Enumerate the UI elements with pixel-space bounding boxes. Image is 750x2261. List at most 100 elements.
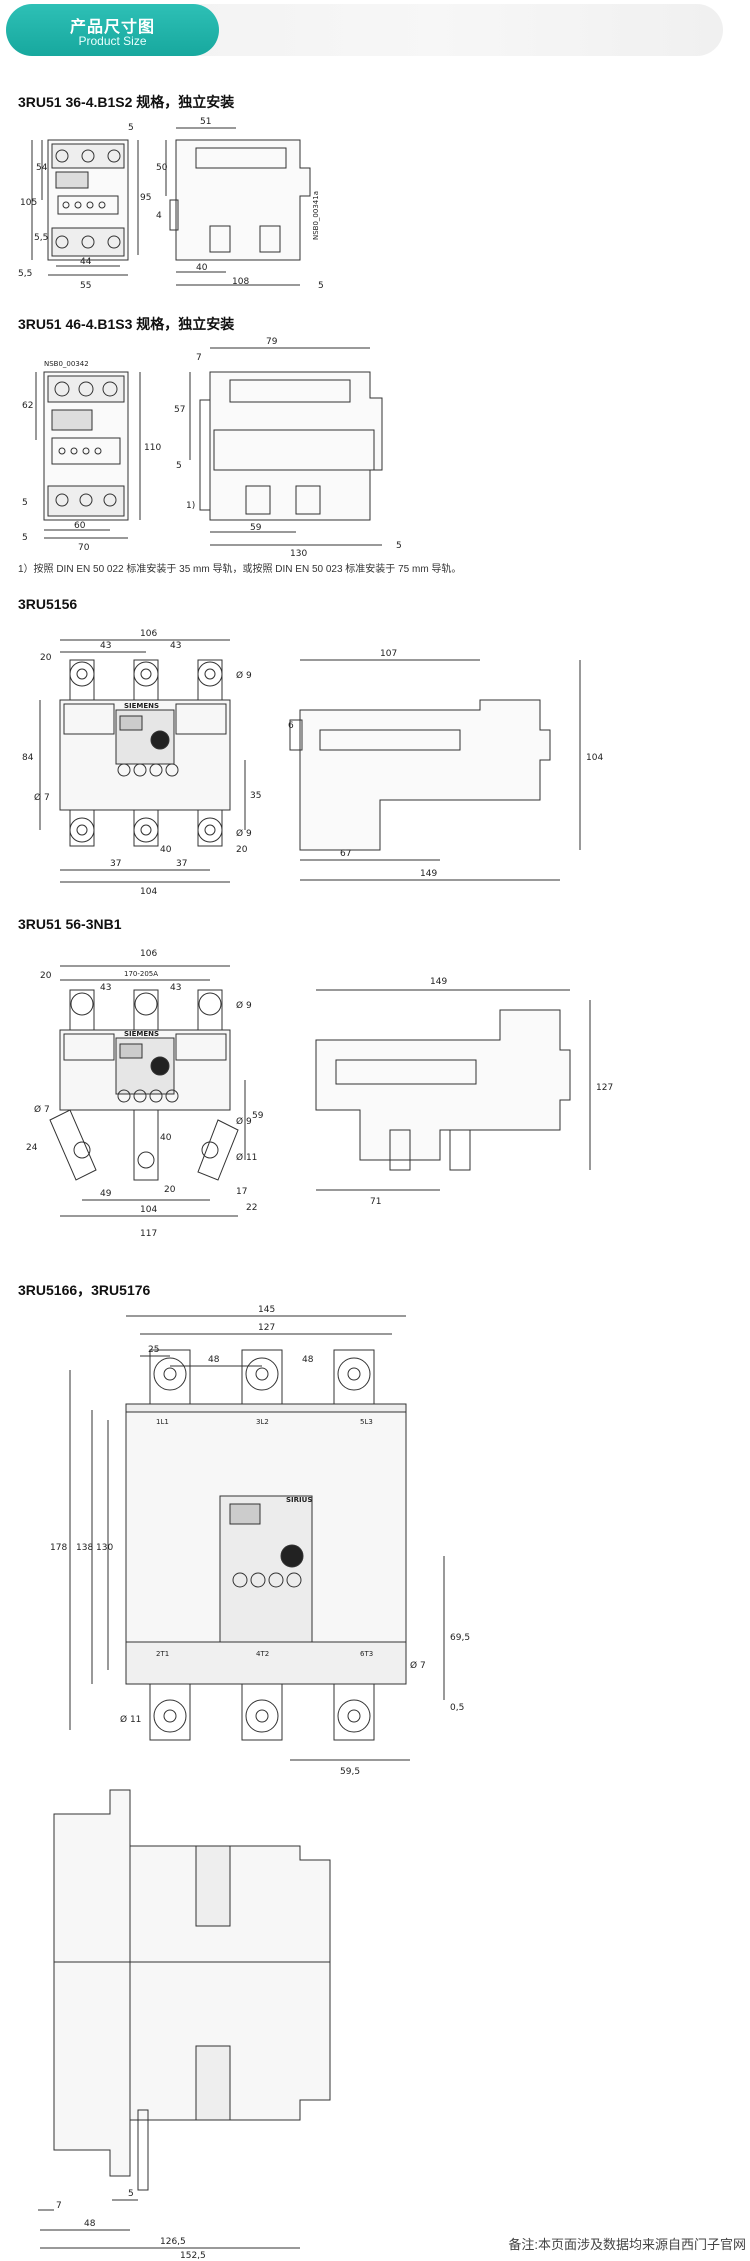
d2-dim-6: 5 (22, 498, 28, 508)
d1-dim-8: 5,5 (18, 269, 32, 279)
d6-dim-4: 152,5 (180, 2251, 206, 2261)
footnote: 1）按照 DIN EN 50 022 标准安装于 35 mm 导轨，或按照 DI… (18, 564, 462, 575)
d4-dim-8: 59 (252, 1111, 264, 1121)
footer-note: 备注:本页面涉及数据均来源自西门子官网 (508, 2237, 746, 2252)
d4-dim-16: 22 (246, 1203, 257, 1213)
drawing-2 (35, 347, 383, 546)
d4-dim-4: 20 (40, 971, 52, 981)
d3-dim-11: 37 (110, 859, 121, 869)
drawing-1 (31, 127, 311, 286)
d2-dim-7: 5 (22, 533, 28, 543)
d1-dim-10: 55 (80, 281, 91, 291)
d6-dim-0: 7 (56, 2201, 62, 2211)
section-title-1: 3RU51 36-4.B1S2 规格，独立安装 (18, 94, 235, 110)
d2-dim-9: 70 (78, 543, 90, 553)
d5-terminal-6T3: 6T3 (360, 1650, 373, 1658)
d2-dim-10: 59 (250, 523, 262, 533)
d4-dim-1: 170-205A (124, 970, 158, 978)
d1-dim-5: 50 (156, 163, 168, 173)
d4-dim-7: Ø 9 (236, 1116, 252, 1127)
header-tab: 产品尺寸图 Product Size (6, 4, 219, 56)
d3-dim-7: 35 (250, 791, 261, 801)
d5-dim-1: 127 (258, 1323, 275, 1333)
d2-dim-0: 7 (196, 353, 202, 363)
d3-dim-18: 149 (420, 869, 437, 879)
d4-dim-5: Ø 9 (236, 1000, 252, 1011)
d1-dim-1: 51 (200, 117, 211, 127)
drawing-4 (49, 965, 591, 1217)
d4-dim-17: 117 (140, 1229, 157, 1239)
d4-dim-20: 71 (370, 1197, 381, 1207)
section-title-4: 3RU51 56-3NB1 (18, 916, 122, 932)
section-title-5: 3RU5166，3RU5176 (18, 1282, 151, 1298)
d2-dim-4: 110 (144, 443, 161, 453)
d2-dim-3: 57 (174, 405, 185, 415)
d6-dim-3: 126,5 (160, 2237, 186, 2247)
d1-dim-9: 44 (80, 257, 92, 267)
d2-footnote-mark: 1) (186, 501, 195, 511)
d1-dim-0: 5 (128, 123, 134, 133)
d1-dim-11: 40 (196, 263, 208, 273)
d1-dim-3: 105 (20, 198, 37, 208)
d5-dim-11: 0,5 (450, 1703, 464, 1713)
d3-dim-14: 107 (380, 649, 397, 659)
d3-dim-17: 67 (340, 849, 351, 859)
d5-terminal-2T1: 2T1 (156, 1650, 169, 1658)
d5-dim-8: 69,5 (450, 1633, 470, 1643)
d4-dim-18: 149 (430, 977, 447, 987)
d3-dim-0: 106 (140, 629, 157, 639)
d3-brand: SIEMENS (124, 702, 159, 710)
d2-dim-2: 62 (22, 401, 33, 411)
d3-dim-5: 84 (22, 753, 34, 763)
d5-dim-7: 130 (96, 1543, 113, 1553)
d5-dim-4: 48 (302, 1355, 314, 1365)
d4-dim-2: 43 (100, 983, 111, 993)
d1-code: NSB0_00341a (312, 191, 320, 240)
d2-dim-1: 79 (266, 337, 278, 347)
d5-dim-10: Ø 11 (120, 1714, 141, 1725)
d5-brand: SIRIUS (286, 1496, 312, 1504)
d4-dim-11: 40 (160, 1133, 172, 1143)
d6-dim-2: 48 (84, 2219, 96, 2229)
d3-dim-6: Ø 7 (34, 792, 50, 803)
d3-dim-4: Ø 9 (236, 670, 252, 681)
d5-dim-9: Ø 7 (410, 1660, 426, 1671)
drawing-6 (38, 1789, 331, 2249)
d6-dim-1: 5 (128, 2189, 134, 2199)
d3-dim-2: 43 (170, 641, 181, 651)
d5-dim-6: 138 (76, 1543, 93, 1553)
d5-terminal-1L1: 1L1 (156, 1418, 169, 1426)
d3-dim-13: 104 (140, 887, 157, 897)
d3-dim-9: 20 (236, 845, 248, 855)
d4-dim-9: 24 (26, 1143, 38, 1153)
d4-brand: SIEMENS (124, 1030, 159, 1038)
drawing-5 (69, 1315, 445, 1761)
d3-dim-12: 37 (176, 859, 187, 869)
d5-dim-12: 59,5 (340, 1767, 360, 1777)
d3-dim-10: 40 (160, 845, 172, 855)
d5-dim-0: 145 (258, 1305, 275, 1315)
d4-dim-14: 104 (140, 1205, 157, 1215)
d1-dim-4: 95 (140, 193, 151, 203)
d3-dim-15: 6 (288, 721, 294, 731)
d3-dim-3: 20 (40, 653, 52, 663)
d2-dim-8: 60 (74, 521, 86, 531)
d2-dim-5: 5 (176, 461, 182, 471)
d1-dim-13: 5 (318, 281, 324, 291)
d4-dim-15: 17 (236, 1187, 247, 1197)
d4-dim-13: 49 (100, 1189, 112, 1199)
d2-code: NSB0_00342 (44, 360, 89, 368)
section-title-3: 3RU5156 (18, 596, 78, 612)
d4-dim-6: Ø 7 (34, 1104, 50, 1115)
drawing-3 (39, 639, 581, 883)
d5-dim-5: 178 (50, 1543, 67, 1553)
d5-dim-2: 25 (148, 1345, 159, 1355)
section-title-2: 3RU51 46-4.B1S3 规格，独立安装 (18, 316, 235, 332)
d1-dim-2: 54 (36, 163, 48, 173)
d3-dim-1: 43 (100, 641, 111, 651)
d3-dim-16: 104 (586, 753, 603, 763)
header-title-cn: 产品尺寸图 (69, 19, 155, 36)
d1-dim-7: 5,5 (34, 233, 48, 243)
d2-dim-11: 130 (290, 549, 307, 559)
